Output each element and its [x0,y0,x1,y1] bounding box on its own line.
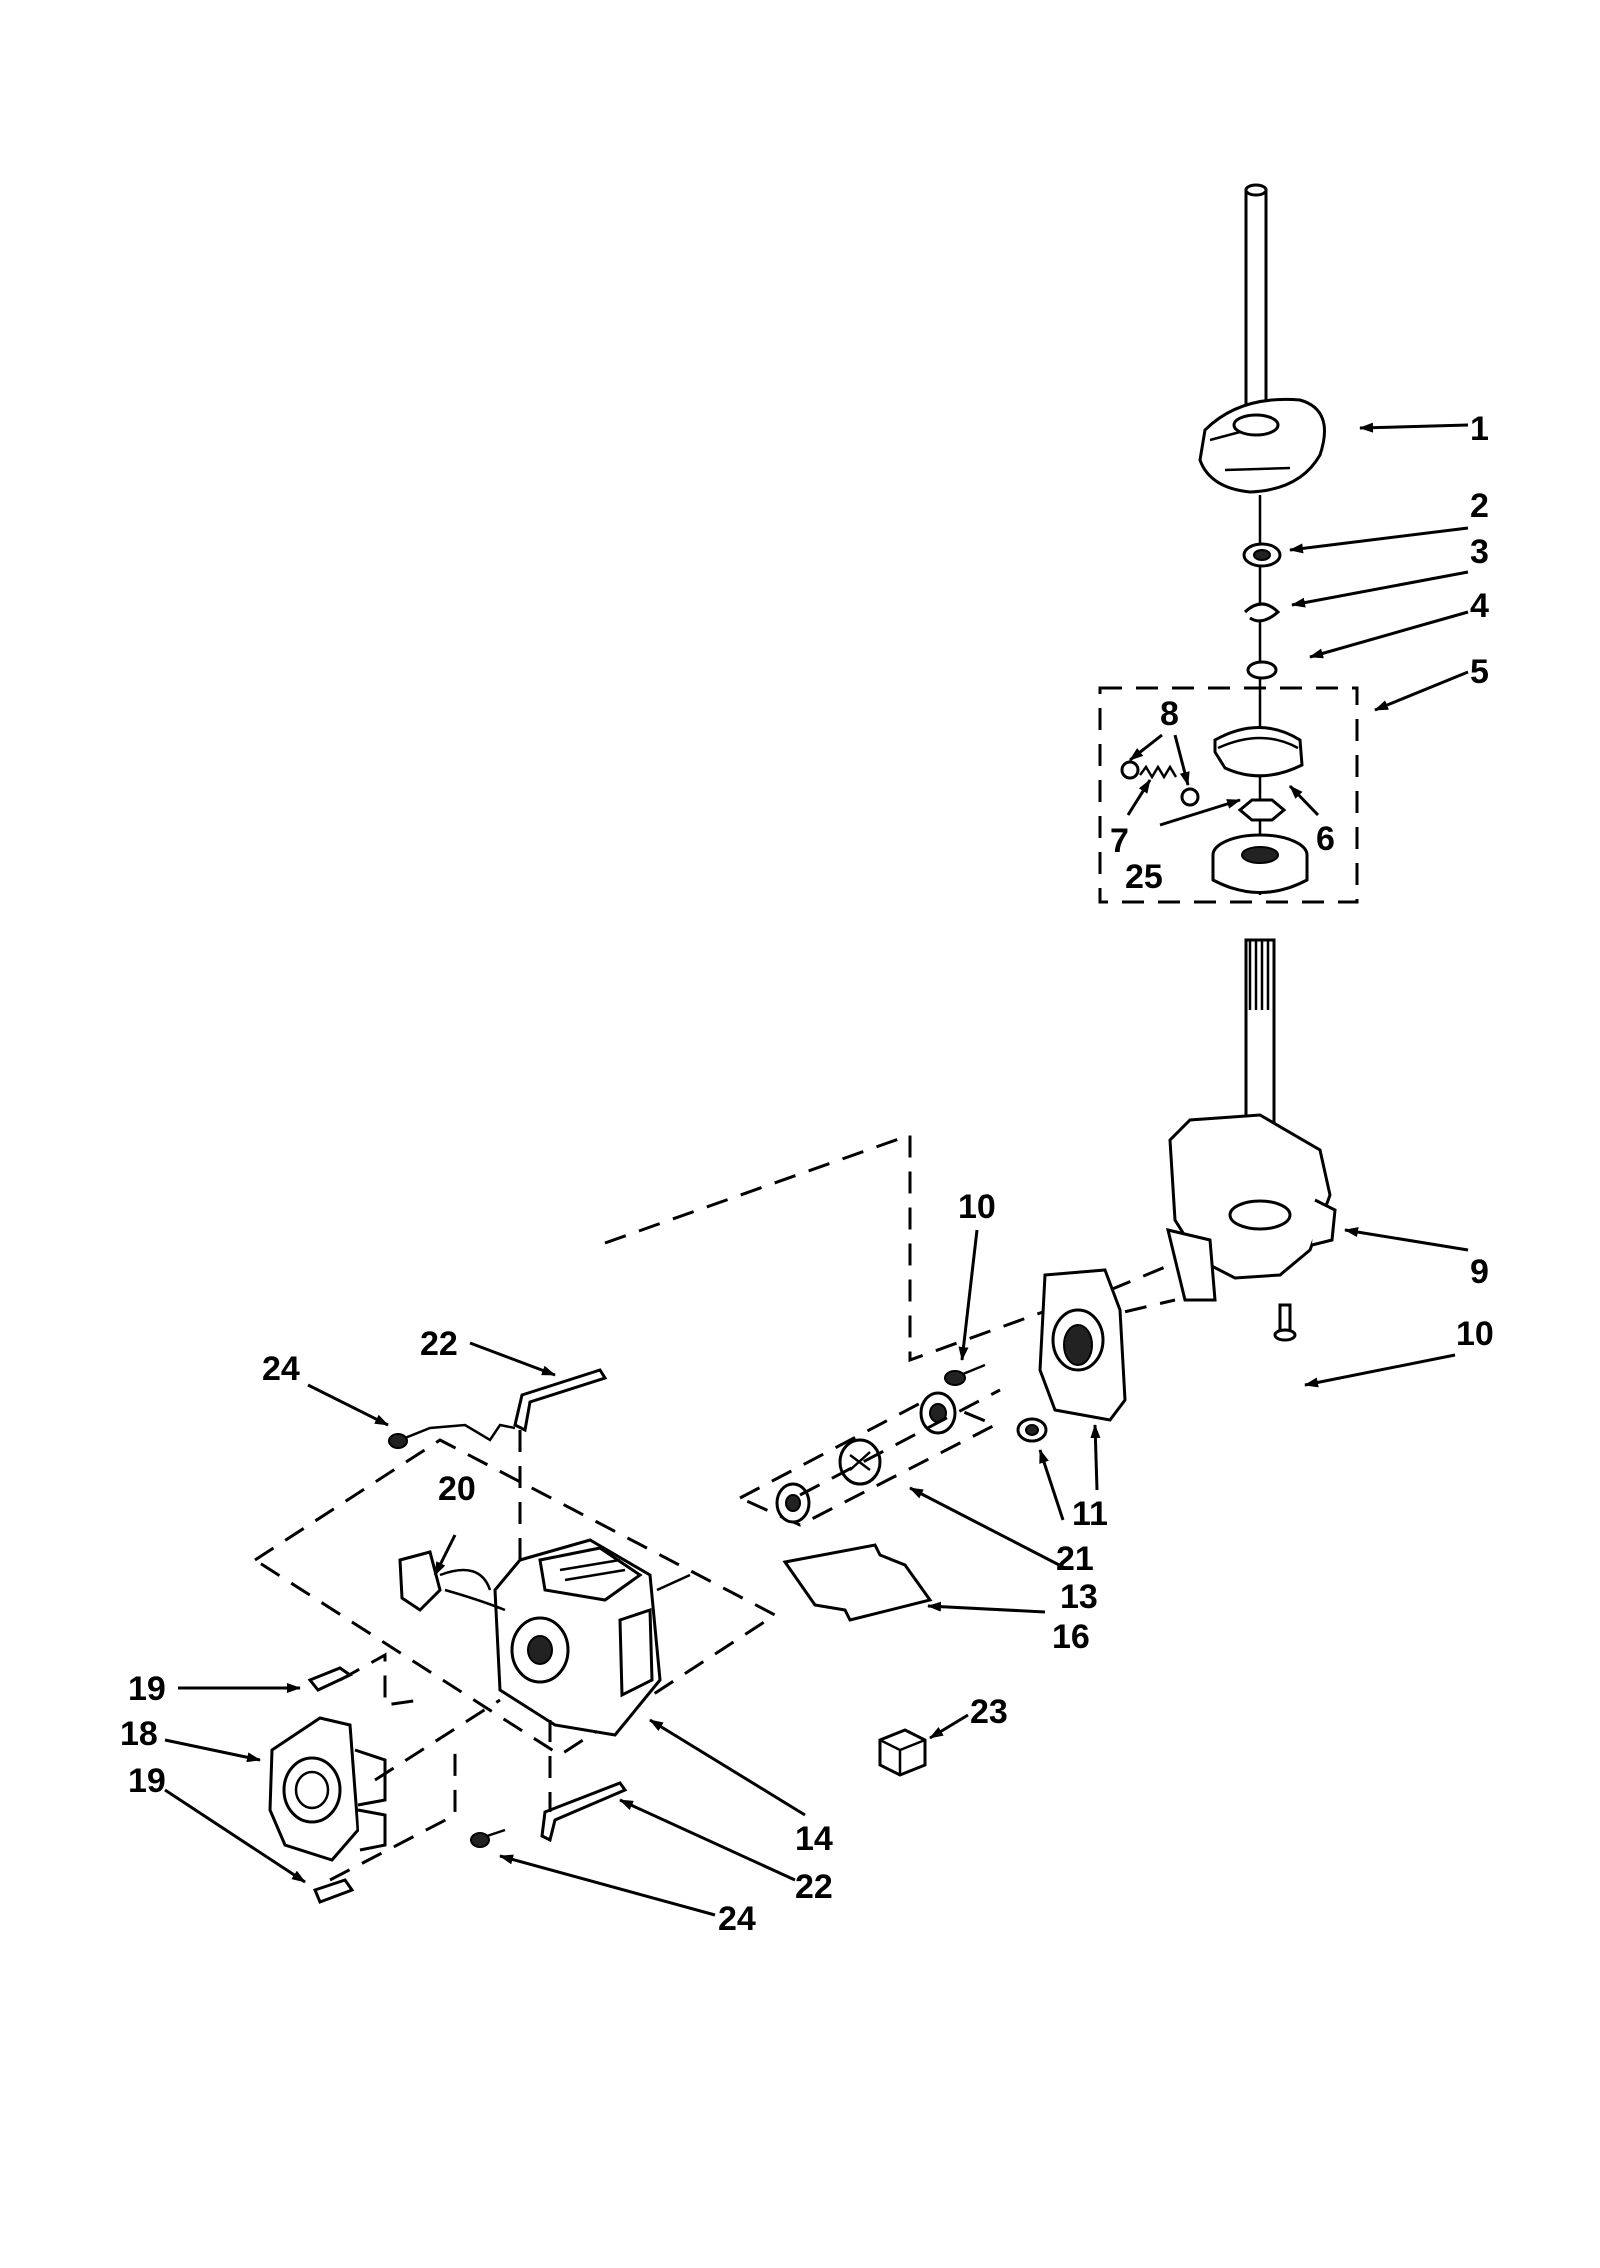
ring-part-4 [1246,660,1278,680]
brake-rotor-part-25 [1237,798,1287,822]
brake-assembly-group-box [1098,686,1359,904]
belt-path-dashed [604,1132,1091,1363]
callout-8: 8 [1160,695,1179,733]
screw-part-10-right [1273,1303,1297,1342]
gasket-part-16 [782,1543,933,1622]
callout-25: 25 [1125,858,1163,896]
callout-19-lower: 19 [128,1762,166,1800]
callout-22-upper: 22 [420,1325,458,1363]
gearcase-part-9 [1165,1113,1337,1302]
callout-18: 18 [120,1715,158,1753]
callout-4: 4 [1470,587,1489,625]
screw-part-10-left [944,1363,986,1386]
mounting-plate-part-11 [1038,1268,1127,1422]
brake-drum-part [1211,833,1309,894]
callout-13: 13 [1060,1578,1098,1616]
callout-21: 21 [1056,1540,1094,1578]
callout-10-upper: 10 [958,1188,996,1226]
callout-6: 6 [1316,820,1335,858]
pump-part-18 [268,1716,387,1862]
callout-10-right: 10 [1456,1315,1494,1353]
callout-1: 1 [1470,410,1489,448]
callout-24-upper: 24 [262,1350,300,1388]
bracket-part-22-lower [540,1781,628,1843]
callout-16: 16 [1052,1618,1090,1656]
leader-lines [164,422,1469,1917]
callout-7: 7 [1110,822,1129,860]
callout-24-lower: 24 [718,1900,756,1938]
callout-22-lower: 22 [795,1868,833,1906]
brake-band-part-6 [1213,726,1304,778]
motor-part-14 [493,1538,662,1737]
bearing-part-2 [1242,542,1282,568]
callout-3: 3 [1470,533,1489,571]
screw-part-24-lower [470,1828,506,1848]
callout-labels: 1 2 3 4 5 6 7 8 25 10 9 10 22 24 20 11 2… [120,410,1494,1938]
callout-2: 2 [1470,487,1489,525]
motor-group-box [252,1438,778,1757]
bushing-part-21 [1016,1417,1048,1443]
callout-14: 14 [795,1820,833,1858]
drive-shaft-upper [1244,183,1268,424]
washer-part-3 [1243,602,1281,623]
callout-5: 5 [1470,653,1489,691]
callout-11: 11 [1072,1495,1108,1533]
clip-part-19-lower [312,1878,355,1904]
spring-and-plungers-part-7-8 [1120,760,1200,807]
callout-19-upper: 19 [128,1670,166,1708]
bracket-part-22-upper [513,1368,608,1433]
callout-9: 9 [1470,1253,1489,1291]
callout-23: 23 [970,1693,1008,1731]
callout-20: 20 [438,1470,476,1508]
brake-cam-part-1 [1198,397,1326,494]
screw-part-24-upper [388,1423,516,1449]
coupling-parts-13 [775,1391,957,1524]
connector-part-23 [878,1728,927,1777]
switch-part-20 [398,1550,506,1612]
